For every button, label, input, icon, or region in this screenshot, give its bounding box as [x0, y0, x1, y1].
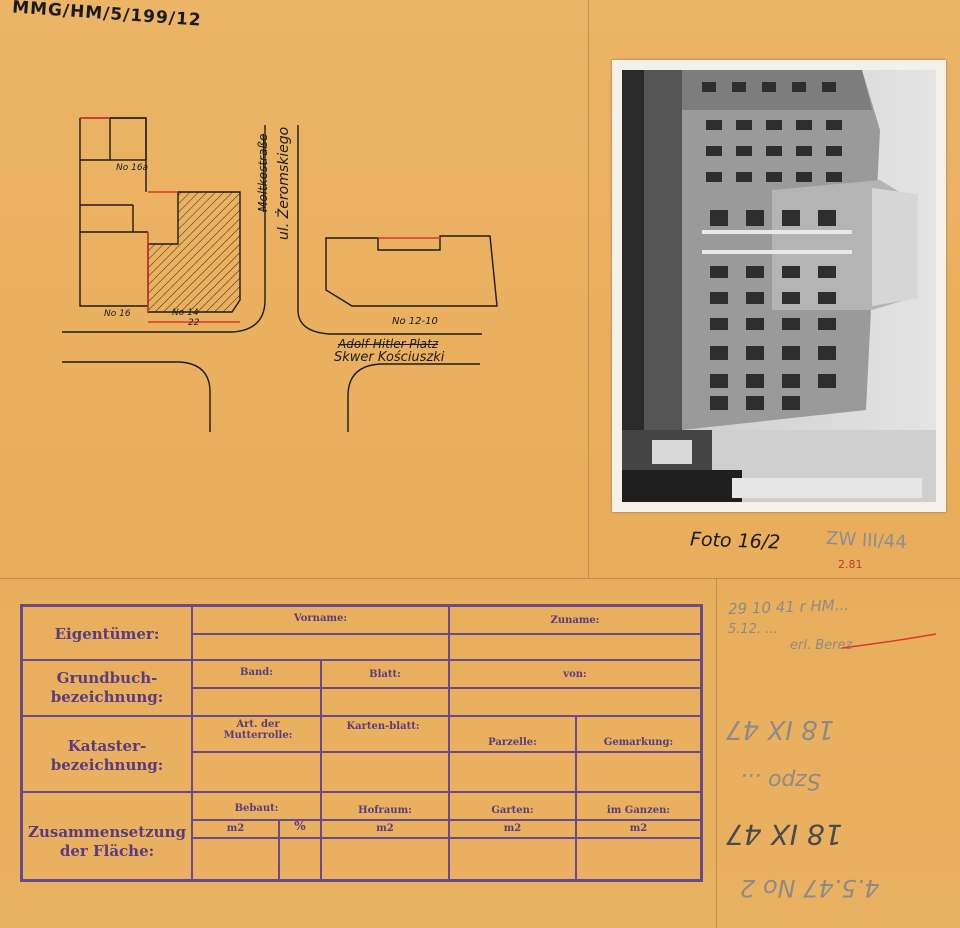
- label-grundbuch: Grundbuch-bezeichnung:: [50, 669, 164, 706]
- label-band: Band:: [240, 667, 273, 678]
- pencil-note-inverted-4: 4.5.47 No 2: [740, 874, 880, 902]
- label-percent: %: [294, 819, 306, 833]
- label-dimension: 22: [188, 318, 200, 328]
- property-form-stamp: Eigentümer: Vorname: Zuname: Grundbuch-b…: [20, 604, 703, 882]
- label-m2-garten: m2: [503, 823, 522, 834]
- block-label: No 12-10: [392, 316, 438, 327]
- label-hofraum: Hofraum:: [358, 805, 412, 816]
- label-zuname: Zuname:: [550, 615, 600, 626]
- label-parzelle: Parzelle:: [488, 737, 537, 748]
- pencil-note-inverted-1: 18 IX 47: [726, 714, 835, 744]
- label-m2-bebaut: m2: [226, 823, 245, 834]
- pencil-note-2: 5.12. ...: [728, 622, 778, 637]
- red-mark: 2.81: [838, 558, 863, 571]
- square-new-name: Skwer Kościuszki: [334, 350, 445, 365]
- pencil-note-3: erl. Berez: [790, 638, 853, 653]
- label-bebaut: Bebaut:: [234, 803, 279, 814]
- photo-reference: ZW III/44: [825, 527, 908, 554]
- building-photo-frame: [612, 60, 946, 512]
- label-zusammensetzung: Zusammensetzung der Fläche:: [28, 823, 186, 860]
- label-no16: No 16: [104, 309, 131, 319]
- label-im-ganzen: im Ganzen:: [606, 805, 671, 816]
- label-kartenblatt: Karten-blatt:: [346, 721, 420, 732]
- street-new-name: ul. Żeromskiego: [276, 126, 292, 240]
- label-gemarkung: Gemarkung:: [603, 737, 674, 748]
- label-m2-gesamt: m2: [629, 823, 648, 834]
- label-von: von:: [563, 669, 587, 680]
- label-blatt: Blatt:: [369, 669, 401, 680]
- fold-line-horizontal: [0, 578, 960, 579]
- pencil-note-inverted-3: 18 IX 47: [726, 818, 843, 851]
- label-eigentuemer: Eigentümer:: [54, 625, 160, 643]
- square-old-name: Adolf-Hitler-Platz: [338, 337, 439, 351]
- label-kataster: Kataster-bezeichnung:: [50, 737, 164, 774]
- pencil-note-inverted-2: Szpo ...: [740, 768, 821, 793]
- building-photo: [622, 70, 936, 502]
- label-vorname: Vorname:: [293, 613, 348, 624]
- label-no14: No 14: [172, 308, 199, 318]
- red-underline: [841, 633, 937, 649]
- fold-line-vertical: [588, 0, 589, 578]
- label-no16a: No 16a: [116, 163, 149, 173]
- label-m2-hofraum: m2: [376, 823, 394, 834]
- fold-line-vertical-lower: [716, 578, 717, 928]
- label-mutterrolle: Art. der Mutterrolle:: [223, 719, 293, 741]
- label-garten: Garten:: [491, 805, 534, 816]
- site-plan-sketch: [62, 117, 498, 432]
- photo-caption: Foto 16/2: [689, 528, 781, 554]
- street-old-name: Moltkestraße: [256, 133, 270, 212]
